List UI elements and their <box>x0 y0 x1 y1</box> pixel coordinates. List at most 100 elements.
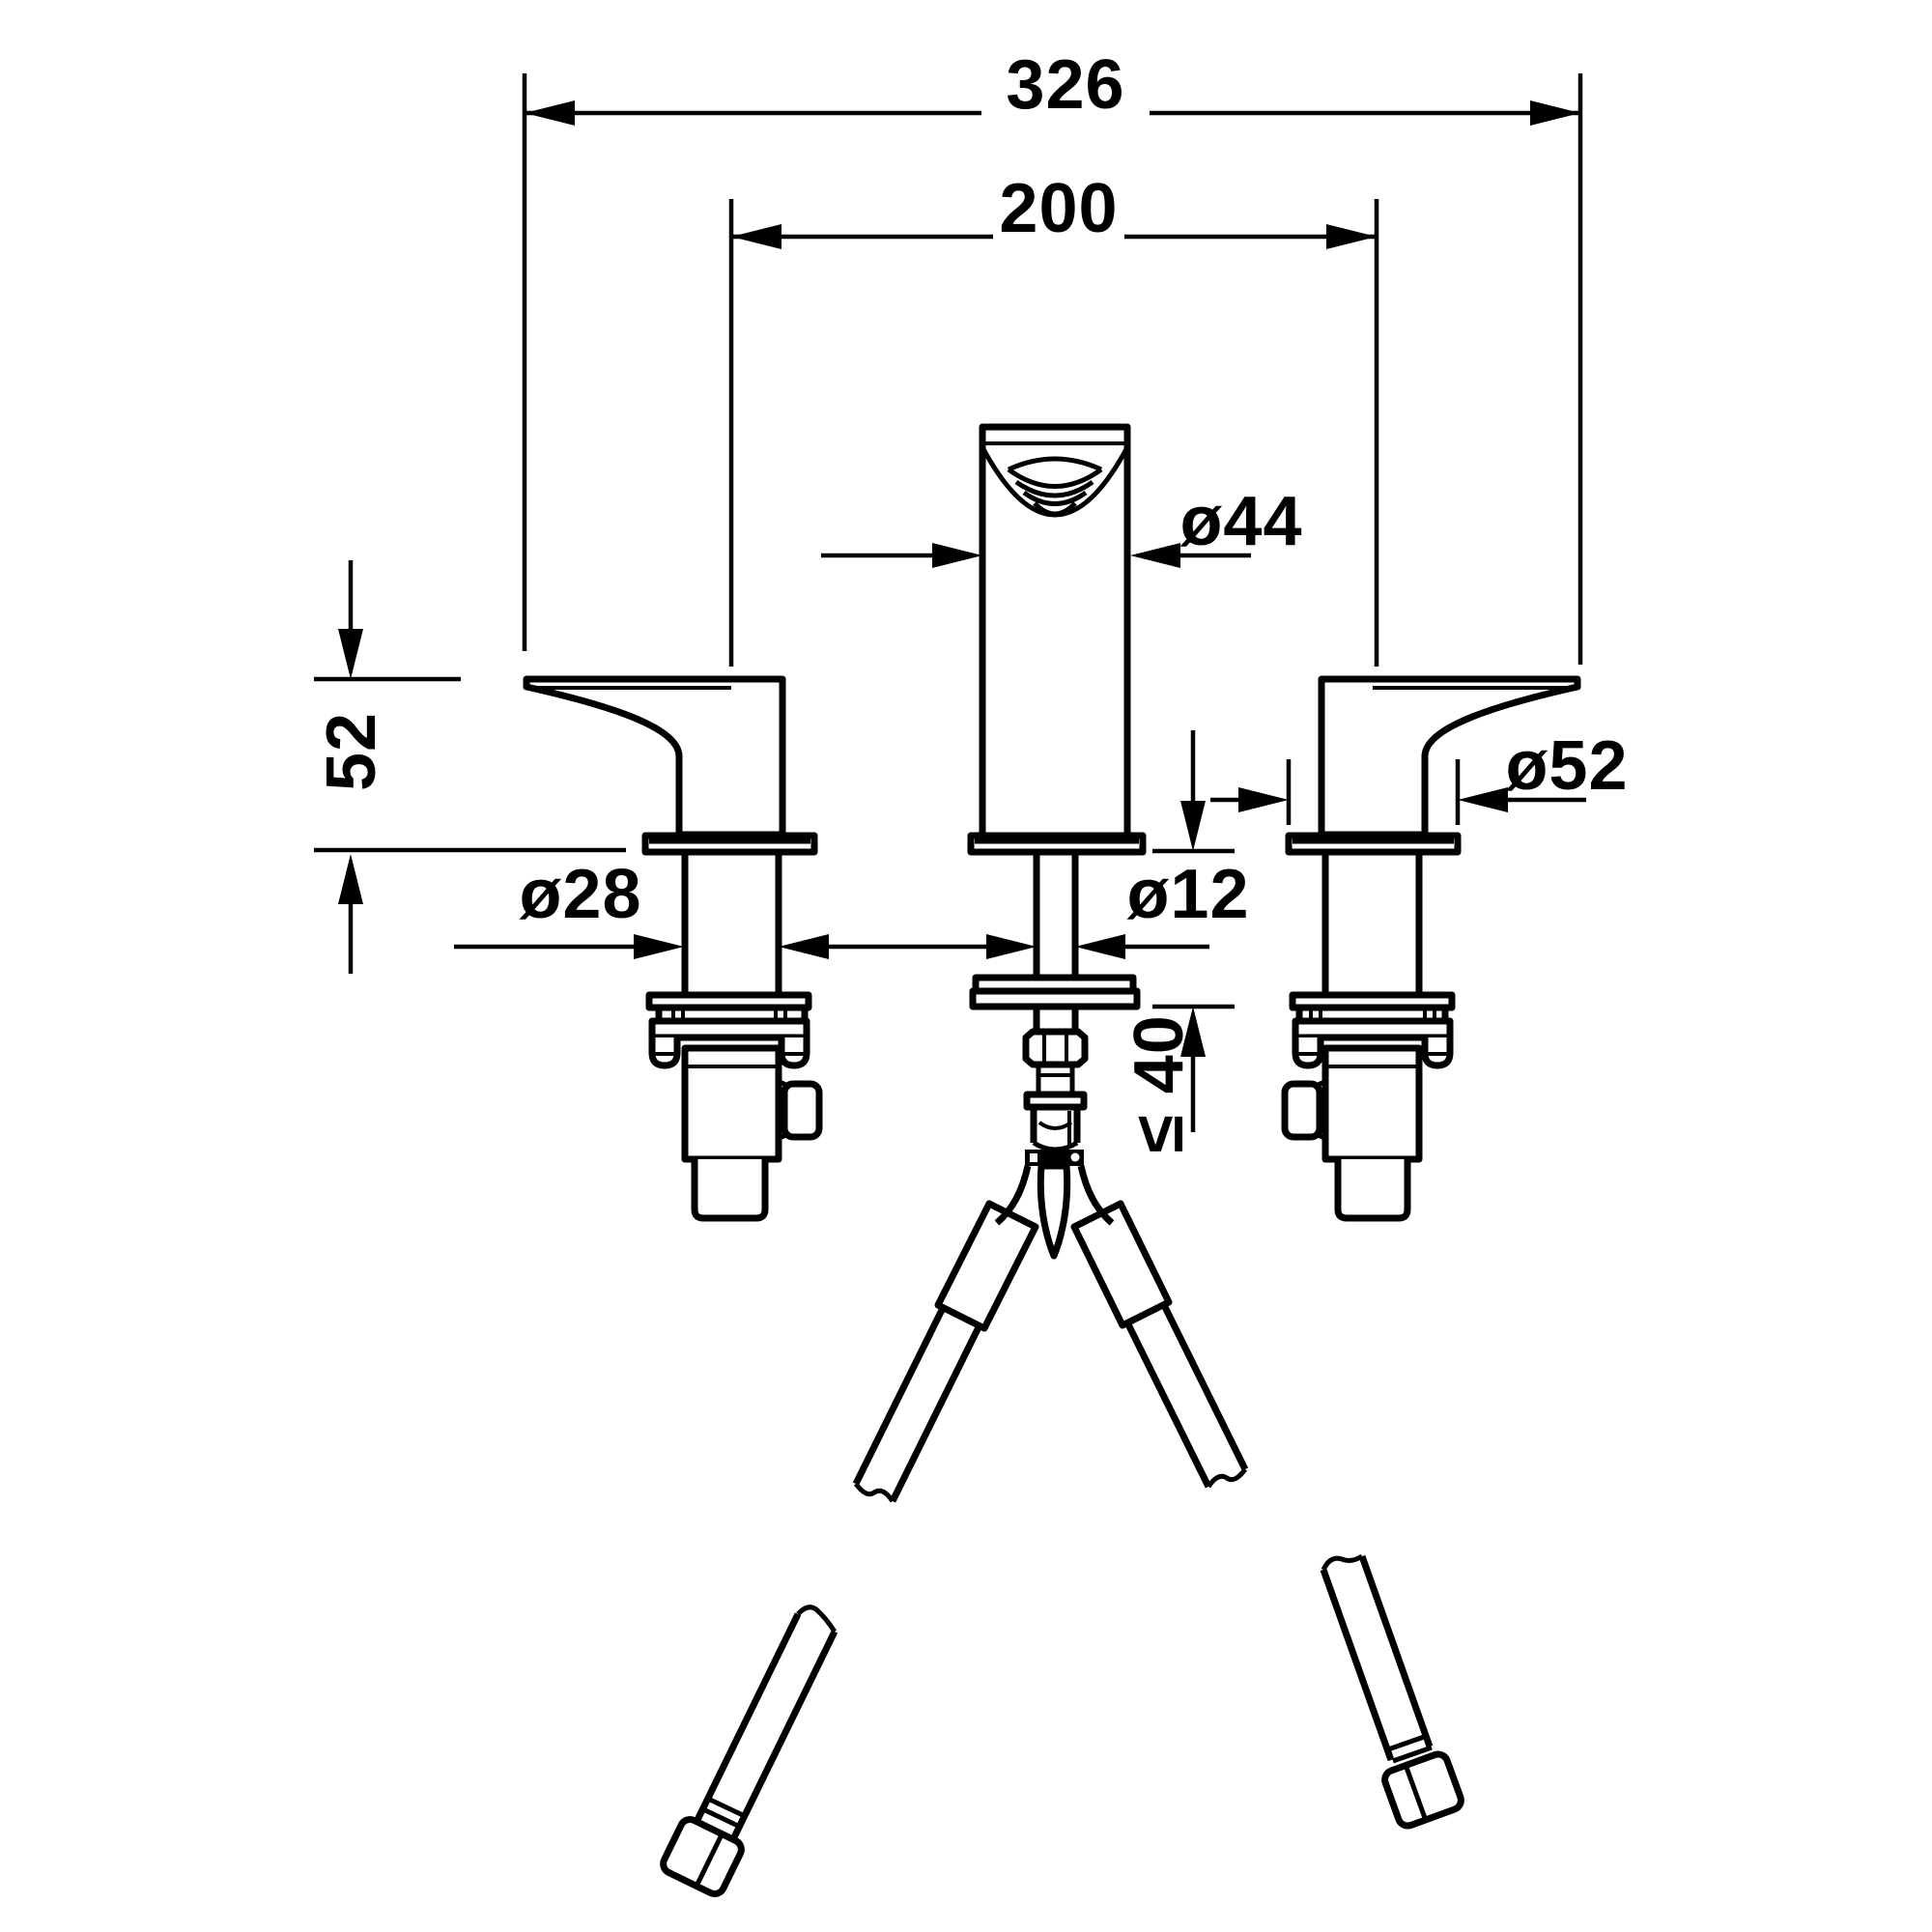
dimension-label-max-deck-thickness: ≤ 40 <box>1121 1014 1198 1153</box>
crimp-sleeve <box>934 1200 1039 1332</box>
arrowhead-left-icon <box>779 934 829 959</box>
y-split-outer-curve <box>1077 1165 1115 1226</box>
arrowhead-up-icon <box>338 854 363 904</box>
dimension-label-escutcheon-diameter: ø52 <box>1505 727 1628 805</box>
hose-side <box>1320 1568 1395 1762</box>
collar-body <box>1025 1150 1084 1166</box>
arrowhead-left-icon <box>731 224 781 249</box>
hose-end-nut <box>1381 1750 1464 1830</box>
left-bracket-screw <box>648 1037 681 1069</box>
dimension-label-spout-diameter: ø44 <box>1179 483 1302 560</box>
crimp-ring <box>1387 1733 1433 1764</box>
arrowhead-right-icon <box>1238 787 1289 812</box>
hex-nut-facets <box>1042 1033 1068 1064</box>
y-split-boot <box>1037 1162 1071 1260</box>
hose-side <box>1123 1321 1212 1489</box>
arrowhead-left-icon <box>1458 787 1508 812</box>
crimp-ring <box>701 1796 747 1830</box>
hose-retainer-collar <box>1025 1150 1084 1166</box>
aerator-outlet <box>1033 501 1077 517</box>
hose-side <box>693 1612 802 1824</box>
hose-side <box>852 1306 947 1486</box>
spout-unit <box>967 423 1147 1152</box>
hose-break-edge <box>796 1605 838 1634</box>
left-handle-lever <box>523 675 786 838</box>
dimension-label-shank-diameter: ø28 <box>519 856 641 933</box>
arrowhead-right-icon <box>1530 100 1580 126</box>
arrowhead-right-icon <box>932 543 982 568</box>
hose-side <box>1358 1554 1434 1748</box>
right-handle-unit <box>1281 675 1581 1222</box>
hose-break-edge <box>1206 1467 1248 1489</box>
nut-body <box>1381 1750 1464 1830</box>
stem-lower-section <box>1033 1007 1079 1032</box>
coupler-body <box>1030 1107 1081 1143</box>
hose-fill <box>696 1614 835 1839</box>
nut-facet <box>1403 1764 1429 1821</box>
left-detached-hose <box>660 1605 838 1897</box>
right-side-port <box>1281 1080 1323 1141</box>
arrowhead-right-icon <box>634 934 684 959</box>
lower-clamp-plate <box>969 987 1141 1010</box>
dimension-label-handle-height: 52 <box>313 712 390 791</box>
arrowhead-up-icon <box>1180 1007 1206 1057</box>
arrowhead-left-icon <box>1130 543 1180 568</box>
dimension-label-hole-spacing: 200 <box>999 170 1118 247</box>
hose-side <box>1160 1303 1249 1471</box>
aerator-ring <box>1007 456 1103 472</box>
right-inlet-stub <box>1334 1159 1411 1222</box>
crimp-sleeve <box>1070 1200 1173 1329</box>
arrowhead-right-icon <box>986 934 1037 959</box>
left-bracket-screw <box>778 1037 810 1069</box>
aerator-ring <box>1022 490 1088 506</box>
supply-hoses <box>660 1150 1464 1897</box>
arrowhead-right-icon <box>1326 224 1377 249</box>
collar-slot <box>1030 1153 1037 1162</box>
hex-nut <box>1022 1028 1089 1068</box>
left-inlet-stub <box>691 1159 769 1222</box>
dimension-escutcheon-diameter: ø52 <box>1210 727 1628 825</box>
left-side-port <box>781 1080 823 1141</box>
coupler-flange <box>1023 1091 1088 1111</box>
hose-side <box>889 1323 983 1503</box>
right-clamp-notches <box>1309 1009 1436 1020</box>
arrowhead-left-icon <box>525 100 575 126</box>
aerator-ring <box>1014 479 1094 498</box>
dimension-handle-height: 52 <box>313 560 626 974</box>
right-bracket-screw <box>1292 1037 1324 1069</box>
hose-fill <box>1127 1305 1245 1487</box>
dimension-spout-diameter: ø44 <box>821 483 1302 568</box>
right-bracket-screw <box>1421 1037 1454 1069</box>
left-handle-unit <box>523 675 823 1222</box>
left-attached-hose <box>852 1200 1039 1503</box>
coupler-inner-arc <box>1037 1121 1073 1130</box>
arrowhead-down-icon <box>338 629 363 679</box>
aerator-rings <box>1007 456 1103 517</box>
left-clamp-notches <box>671 1009 787 1020</box>
collar-pin <box>1070 1152 1080 1162</box>
dimension-max-deck-thickness: ≤ 40 <box>1121 730 1235 1153</box>
spout-body <box>979 423 1131 836</box>
hose-break-edge <box>1321 1553 1364 1572</box>
dimension-label-stem-diameter: ø12 <box>1126 856 1249 933</box>
left-shank <box>681 852 782 995</box>
hose-break-edge <box>853 1482 895 1503</box>
arrowhead-down-icon <box>1180 801 1206 851</box>
dimension-label-overall-width: 326 <box>1006 46 1124 124</box>
spout-stem <box>1033 852 1079 978</box>
right-attached-hose <box>1070 1200 1249 1489</box>
right-handle-lever <box>1318 675 1581 838</box>
dimension-shank-and-stem-diameters: ø28 ø12 <box>454 856 1249 959</box>
right-shank <box>1321 852 1423 995</box>
dimension-overall-width: 326 <box>522 46 1583 665</box>
right-detached-hose <box>1320 1553 1464 1830</box>
right-clamp-bracket <box>1292 1017 1454 1041</box>
aerator-ring <box>1007 467 1103 489</box>
left-clamp-bracket <box>648 1017 810 1041</box>
adapter-taper <box>1036 1065 1075 1094</box>
dimension-hole-spacing: 200 <box>728 170 1379 667</box>
y-split-outer-curve <box>994 1165 1032 1226</box>
hose-fill <box>856 1308 980 1501</box>
